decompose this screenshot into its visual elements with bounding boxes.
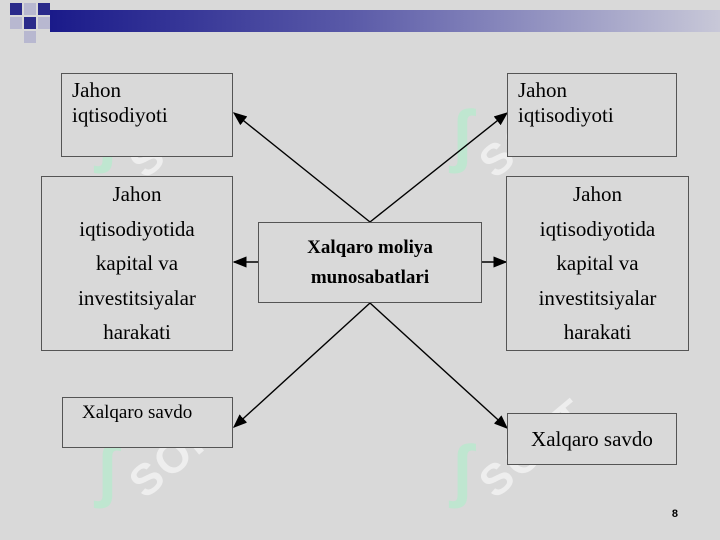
node-text: Jahon <box>573 182 622 207</box>
arrow-to-left-top <box>232 112 371 223</box>
decor-square <box>24 31 36 43</box>
decor-square <box>24 3 36 15</box>
node-text: iqtisodiyoti <box>72 103 168 127</box>
decor-square <box>10 17 22 29</box>
page-number: 8 <box>671 508 678 520</box>
decor-square <box>38 17 50 29</box>
decor-square <box>24 17 36 29</box>
node-text: iqtisodiyotida <box>79 216 195 241</box>
node-text: iqtisodiyotida <box>539 216 656 241</box>
node-text: Jahon <box>518 78 567 102</box>
node-center: Xalqaro moliya munosabatlari <box>258 222 482 303</box>
node-right-bottom: Xalqaro savdo <box>507 413 677 465</box>
node-text: Jahon <box>112 182 162 207</box>
node-left-top: Jahon iqtisodiyoti <box>61 73 233 157</box>
node-text: harakati <box>563 320 632 345</box>
title-gradient-bar <box>50 10 720 32</box>
watermark-logo-icon: ʃ <box>450 431 474 509</box>
node-text: Xalqaro moliya <box>307 236 433 258</box>
node-right-top: Jahon iqtisodiyoti <box>507 73 677 157</box>
decor-square <box>38 3 50 15</box>
decor-square <box>10 3 22 15</box>
watermark-logo-icon: ʃ <box>95 431 119 509</box>
node-left-bottom: Xalqaro savdo <box>62 397 233 448</box>
arrow-to-left-bottom <box>232 302 371 428</box>
node-text: investitsiyalar <box>78 285 196 310</box>
node-text: kapital va <box>95 251 179 276</box>
node-text: iqtisodiyoti <box>518 103 614 127</box>
node-text: Xalqaro savdo <box>82 402 193 423</box>
node-text: munosabatlari <box>310 266 430 288</box>
node-right-middle: Jahon iqtisodiyotida kapital va investit… <box>506 176 689 351</box>
arrow-to-right-top <box>369 112 509 223</box>
node-text: kapital va <box>556 251 639 276</box>
arrow-to-right-bottom <box>369 302 509 429</box>
node-left-middle: Jahon iqtisodiyotida kapital va investit… <box>41 176 233 351</box>
node-text: investitsiyalar <box>538 285 657 310</box>
node-text: harakati <box>103 320 171 345</box>
node-text: Jahon <box>72 78 121 102</box>
title-bar-decoration <box>0 0 720 45</box>
node-text: Xalqaro savdo <box>531 426 653 451</box>
